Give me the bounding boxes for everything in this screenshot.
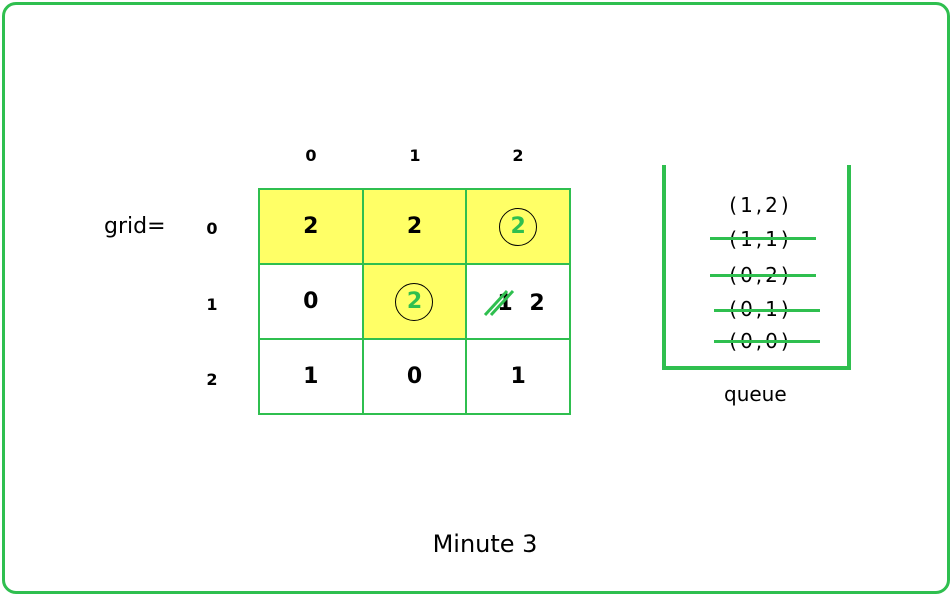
double-slash-icon xyxy=(484,289,515,317)
grid-cell-1-1: 2 xyxy=(362,264,467,339)
newly-rotten-circle: 2 xyxy=(499,207,538,246)
queue-container: (1,2) (1,1) (0,2) (0,1) (0,0) xyxy=(662,165,851,370)
grid-cell-0-0: 2 xyxy=(259,189,363,264)
col-index-2: 2 xyxy=(512,146,524,165)
queue-label: queue xyxy=(724,382,787,406)
grid-cell-2-2: 1 xyxy=(466,339,570,414)
grid-cell-2-0: 1 xyxy=(259,339,363,414)
cell-value: 1 xyxy=(303,364,319,389)
row-index-2: 2 xyxy=(206,370,218,389)
new-cell-value: 2 xyxy=(529,291,545,316)
newly-rotten-circle: 2 xyxy=(395,282,434,321)
col-index-1: 1 xyxy=(409,146,421,165)
strikethrough-line xyxy=(710,274,816,277)
cell-value: 2 xyxy=(406,289,423,314)
grid-cell-0-2: 2 xyxy=(466,189,570,264)
cell-value: 1 xyxy=(510,364,526,389)
cell-value: 0 xyxy=(303,289,319,314)
strikethrough-line xyxy=(714,340,820,343)
cell-value: 2 xyxy=(406,214,423,239)
col-index-0: 0 xyxy=(305,146,317,165)
strikethrough-line xyxy=(710,237,816,240)
grid-label: grid= xyxy=(104,214,166,239)
row-index-1: 1 xyxy=(206,295,218,314)
queue-item: (1,2) xyxy=(729,193,792,217)
cell-value: 0 xyxy=(406,364,423,389)
orange-grid: 2 2 2 0 2 1 2 1 0 1 xyxy=(258,188,571,415)
grid-cell-1-0: 0 xyxy=(259,264,363,339)
grid-cell-1-2: 1 2 xyxy=(466,264,570,339)
row-index-0: 0 xyxy=(206,219,218,238)
grid-cell-2-1: 0 xyxy=(362,339,467,414)
cell-value: 2 xyxy=(510,214,526,239)
cell-value: 2 xyxy=(303,214,319,239)
grid-cell-0-1: 2 xyxy=(362,189,467,264)
minute-caption: Minute 3 xyxy=(432,530,538,558)
strikethrough-line xyxy=(714,309,820,312)
